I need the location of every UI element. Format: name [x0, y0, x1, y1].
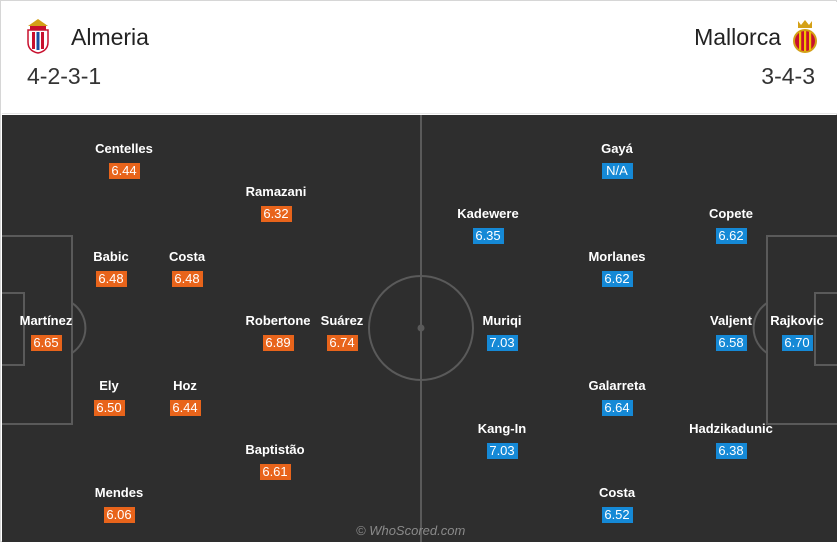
home-player[interactable]: Mendes 6.06	[74, 485, 164, 524]
player-name: Morlanes	[588, 249, 646, 264]
player-rating: 7.03	[486, 335, 518, 351]
home-team-name[interactable]: Almeria	[71, 24, 149, 50]
home-player[interactable]: Ely 6.50	[64, 378, 154, 417]
home-player[interactable]: Baptistão 6.61	[230, 442, 320, 481]
player-rating: 6.89	[262, 335, 294, 351]
player-name: Valjent	[710, 313, 752, 328]
player-name: Baptistão	[245, 442, 305, 457]
home-player[interactable]: Hoz 6.44	[140, 378, 230, 417]
player-rating: 6.64	[601, 400, 633, 416]
player-name: Martínez	[19, 313, 73, 328]
player-rating: N/A	[601, 163, 633, 179]
watermark: © WhoScored.com	[356, 523, 466, 538]
lineup-header: Almeria 4-2-3-1 Mallorca 3-4-3	[2, 2, 837, 114]
away-player[interactable]: Kang-In 7.03	[457, 421, 547, 460]
away-player[interactable]: Galarreta 6.64	[572, 378, 662, 417]
player-rating: 6.62	[601, 271, 633, 287]
player-rating: 6.50	[93, 400, 125, 416]
away-player[interactable]: Valjent 6.58	[686, 313, 776, 352]
pitch: Centelles 6.44 Ramazani 6.32 Babic 6.48 …	[2, 115, 837, 542]
player-rating: 6.58	[715, 335, 747, 351]
player-name: Copete	[708, 206, 754, 221]
home-formation: 4-2-3-1	[27, 63, 102, 89]
player-rating: 6.35	[472, 228, 504, 244]
player-name: Rajkovic	[770, 313, 824, 328]
player-rating: 6.74	[326, 335, 358, 351]
away-player[interactable]: Rajkovic 6.70	[752, 313, 837, 352]
player-name: Ely	[99, 378, 119, 393]
player-name: Babic	[93, 249, 129, 264]
away-formation: 3-4-3	[761, 63, 815, 89]
player-name: Ramazani	[245, 184, 307, 199]
player-rating: 6.48	[95, 271, 127, 287]
player-rating: 6.06	[103, 507, 135, 523]
player-name: Kang-In	[477, 421, 527, 436]
away-player[interactable]: Gayá N/A	[572, 141, 662, 180]
player-name: Muriqi	[482, 313, 522, 328]
pitch-markings	[2, 115, 837, 542]
home-player[interactable]: Costa 6.48	[142, 249, 232, 288]
player-rating: 6.61	[259, 464, 291, 480]
player-name: Robertone	[245, 313, 311, 328]
away-team-name[interactable]: Mallorca	[694, 24, 781, 50]
away-player[interactable]: Kadewere 6.35	[443, 206, 533, 245]
player-rating: 6.52	[601, 507, 633, 523]
away-player[interactable]: Costa 6.52	[572, 485, 662, 524]
player-rating: 7.03	[486, 443, 518, 459]
away-player[interactable]: Copete 6.62	[686, 206, 776, 245]
player-name: Galarreta	[588, 378, 646, 393]
player-rating: 6.48	[171, 271, 203, 287]
player-rating: 6.44	[108, 163, 140, 179]
player-name: Costa	[168, 249, 206, 264]
player-name: Mendes	[94, 485, 144, 500]
player-name: Kadewere	[457, 206, 519, 221]
home-player[interactable]: Babic 6.48	[66, 249, 156, 288]
player-name: Costa	[598, 485, 636, 500]
mallorca-crest-icon	[793, 20, 817, 53]
almeria-crest-icon	[27, 19, 49, 54]
player-rating: 6.70	[781, 335, 813, 351]
player-name: Gayá	[601, 141, 633, 156]
player-rating: 6.44	[169, 400, 201, 416]
player-rating: 6.38	[715, 443, 747, 459]
home-player[interactable]: Robertone 6.89	[233, 313, 323, 352]
player-rating: 6.32	[260, 206, 292, 222]
home-player[interactable]: Suárez 6.74	[297, 313, 387, 352]
player-name: Hadzikadunic	[689, 421, 773, 436]
player-name: Centelles	[95, 141, 153, 156]
home-player[interactable]: Martínez 6.65	[2, 313, 91, 352]
player-rating: 6.65	[30, 335, 62, 351]
player-name: Suárez	[320, 313, 364, 328]
player-rating: 6.62	[715, 228, 747, 244]
away-player[interactable]: Hadzikadunic 6.38	[686, 421, 776, 460]
home-player[interactable]: Centelles 6.44	[79, 141, 169, 180]
away-player[interactable]: Morlanes 6.62	[572, 249, 662, 288]
home-player[interactable]: Ramazani 6.32	[231, 184, 321, 223]
player-name: Hoz	[173, 378, 197, 393]
away-player[interactable]: Muriqi 7.03	[457, 313, 547, 352]
